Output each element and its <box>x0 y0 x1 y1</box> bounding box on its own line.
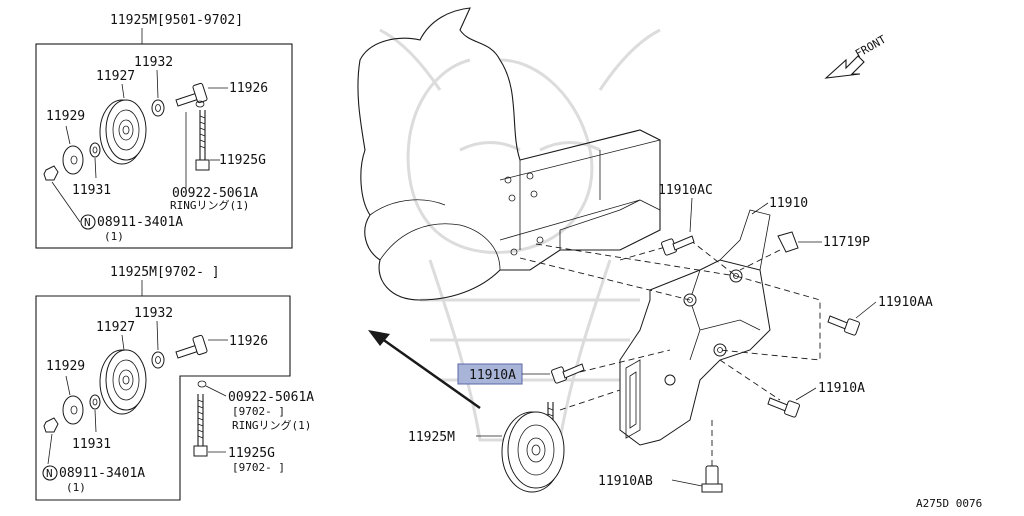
label-11931-b: 11931 <box>72 437 111 452</box>
label-11910a-highlight[interactable]: 11910A <box>469 368 516 383</box>
label-11925g-b: 11925G <box>228 446 275 461</box>
label-11926-b: 11926 <box>229 334 268 349</box>
stud-11925g-b <box>193 394 208 457</box>
bolt-11910a <box>551 363 585 384</box>
nut-marker: N <box>84 216 91 229</box>
label-11926: 11926 <box>229 81 268 96</box>
label-11925g: 11925G <box>219 153 266 168</box>
label-11910ac: 11910AC <box>658 183 713 198</box>
label-ring-text: RINGリング(1) <box>170 198 249 212</box>
label-front: FRONT <box>853 33 889 61</box>
label-nut-qty-b: (1) <box>66 481 86 494</box>
label-ring-text-b: RINGリング(1) <box>232 418 311 432</box>
bolt-11910a-right <box>767 397 800 418</box>
bolt-11910aa <box>827 315 860 336</box>
diagram-code: A275D 0076 <box>916 497 982 510</box>
label-nut-qty: (1) <box>104 230 124 243</box>
label-ring-part-b: 00922-5061A <box>228 390 314 405</box>
label-11925g-range-b: [9702- ] <box>232 461 285 474</box>
label-11932-b: 11932 <box>134 306 173 321</box>
box-bottom-title: 11925M[9702- ] <box>110 265 220 280</box>
label-11910: 11910 <box>769 196 808 211</box>
bolt-11910ab <box>701 465 723 493</box>
label-ring-part: 00922-5061A <box>172 186 258 201</box>
label-11929: 11929 <box>46 109 85 124</box>
label-11932: 11932 <box>134 55 173 70</box>
bolt-11910ac <box>661 235 695 256</box>
label-11910a-right: 11910A <box>818 381 865 396</box>
front-arrow-icon: FRONT <box>824 33 889 79</box>
pulley-11925m <box>501 402 565 493</box>
label-nut-part-b: 08911-3401A <box>59 466 145 481</box>
pointer-arrow <box>368 330 481 410</box>
label-11929-b: 11929 <box>46 359 85 374</box>
label-11925m: 11925M <box>408 430 455 445</box>
label-11927: 11927 <box>96 69 135 84</box>
box-top-title: 11925M[9501-9702] <box>110 13 243 28</box>
label-11910ab: 11910AB <box>598 474 653 489</box>
nut-marker-b: N <box>46 467 53 480</box>
label-11910aa: 11910AA <box>878 295 933 310</box>
bolt-11926 <box>175 82 208 107</box>
label-11927-b: 11927 <box>96 320 135 335</box>
detail-box-bottom: 11925M[9702- ] 11932 11927 11926 11929 1… <box>35 265 314 501</box>
detail-box-top: 11925M[9501-9702] 11932 11927 11926 <box>35 13 293 249</box>
label-11931: 11931 <box>72 183 111 198</box>
label-11719p: 11719P <box>823 235 870 250</box>
label-nut-part: 08911-3401A <box>97 215 183 230</box>
label-ring-range-b: [9702- ] <box>232 405 285 418</box>
clip-11719p <box>777 231 799 253</box>
engine-block <box>357 7 661 301</box>
bracket-11910 <box>619 209 771 446</box>
stud-11925g <box>195 110 210 171</box>
